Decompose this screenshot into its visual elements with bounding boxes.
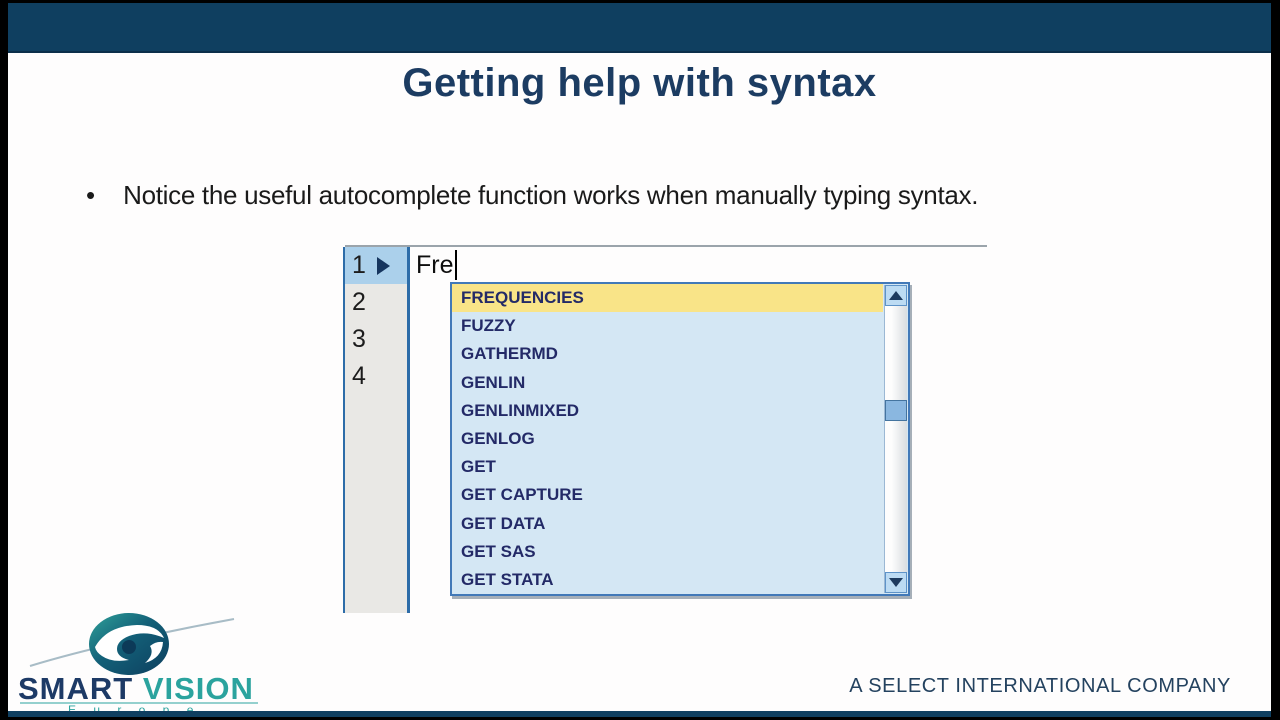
- svg-text:SMART VISION: SMART VISION: [18, 671, 254, 706]
- autocomplete-list: FREQUENCIES FUZZY GATHERMD GENLIN GENLIN…: [452, 284, 883, 594]
- gutter-row[interactable]: 2: [345, 284, 407, 321]
- autocomplete-item[interactable]: GENLOG: [461, 429, 535, 449]
- autocomplete-item[interactable]: GET: [461, 457, 496, 477]
- logo-swirl-icon: [29, 613, 235, 675]
- bullet-text: Notice the useful autocomplete function …: [123, 180, 979, 210]
- triangle-down-icon: [889, 578, 903, 587]
- scroll-thumb[interactable]: [885, 400, 907, 421]
- autocomplete-item[interactable]: GATHERMD: [461, 344, 558, 364]
- bottom-bar: [8, 711, 1271, 717]
- gutter-row[interactable]: 3: [345, 321, 407, 358]
- current-line-marker-icon: [376, 256, 390, 275]
- autocomplete-item[interactable]: GENLIN: [461, 372, 526, 392]
- line-number: 3: [352, 325, 366, 353]
- smartvision-logo: SMART VISION E u r o p e: [18, 613, 258, 716]
- code-input-line[interactable]: Fre: [416, 246, 457, 284]
- scroll-up-button[interactable]: [885, 285, 907, 306]
- autocomplete-item[interactable]: GET CAPTURE: [461, 485, 583, 505]
- editor-top-border: [345, 245, 987, 247]
- gutter-row-current[interactable]: 1: [345, 247, 407, 284]
- scroll-down-button[interactable]: [885, 572, 907, 593]
- autocomplete-item[interactable]: GET SAS: [461, 541, 536, 561]
- company-tagline: A SELECT INTERNATIONAL COMPANY: [849, 675, 1231, 697]
- header-bar: [8, 3, 1271, 53]
- gutter-row[interactable]: 4: [345, 358, 407, 395]
- logo-text-vision: VISION: [143, 671, 254, 706]
- logo-text-smart: SMART: [18, 671, 133, 706]
- bullet-icon: •: [86, 180, 96, 210]
- text-cursor: [454, 250, 457, 280]
- page-title: Getting help with syntax: [402, 61, 877, 105]
- line-number-gutter: 1 2 3 4: [343, 247, 410, 613]
- autocomplete-item[interactable]: FUZZY: [461, 316, 516, 336]
- typed-text: Fre: [416, 250, 454, 279]
- autocomplete-item[interactable]: GET STATA: [461, 569, 554, 589]
- bullet-row: • Notice the useful autocomplete functio…: [86, 180, 978, 211]
- autocomplete-item[interactable]: GENLINMIXED: [461, 400, 580, 420]
- autocomplete-item[interactable]: GET DATA: [461, 513, 546, 533]
- line-number: 4: [352, 362, 366, 390]
- slide: Getting help with syntax • Notice the us…: [8, 3, 1271, 717]
- line-number: 1: [352, 251, 366, 279]
- autocomplete-dropdown: FREQUENCIES FUZZY GATHERMD GENLIN GENLIN…: [450, 282, 910, 596]
- triangle-up-icon: [889, 291, 903, 300]
- line-number: 2: [352, 288, 366, 316]
- autocomplete-item[interactable]: FREQUENCIES: [452, 284, 883, 313]
- scrollbar[interactable]: [884, 285, 907, 593]
